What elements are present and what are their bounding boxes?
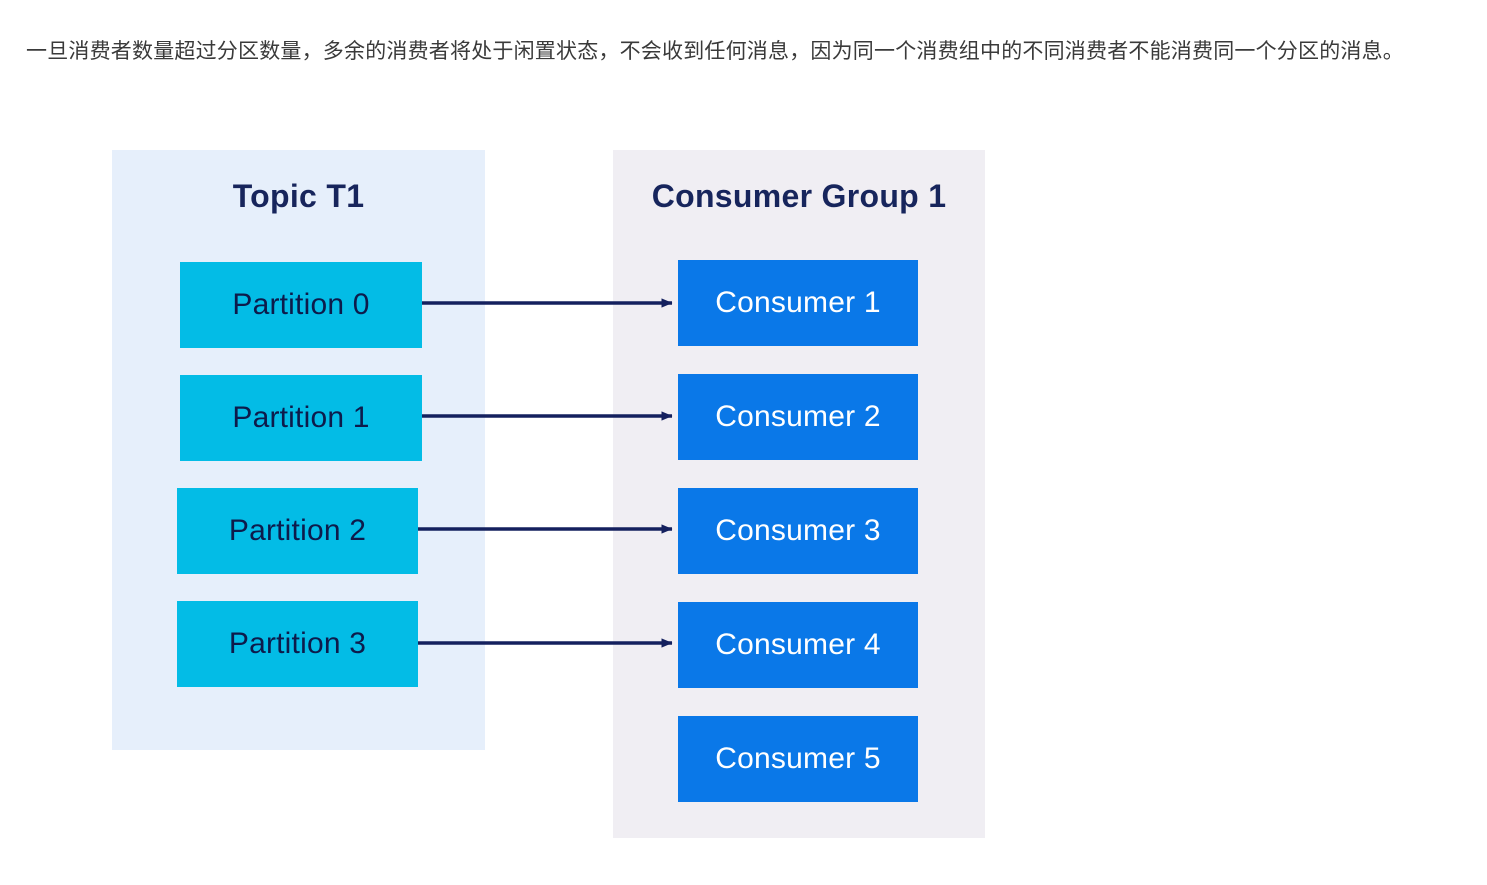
consumer-box-1[interactable]: Consumer 1: [678, 260, 918, 346]
partition-label: Partition 2: [228, 514, 367, 547]
partition-label: Partition 1: [232, 401, 370, 434]
explanatory-paragraph: 一旦消费者数量超过分区数量，多余的消费者将处于闲置状态，不会收到任何消息，因为同…: [26, 40, 1404, 63]
partition-label: Partition 3: [228, 627, 367, 660]
consumer-label: Consumer 1: [715, 286, 881, 319]
partition-box-1[interactable]: Partition 1: [180, 375, 422, 461]
partition-box-3[interactable]: Partition 3: [177, 601, 418, 687]
consumer-box-5-idle[interactable]: Consumer 5: [678, 716, 918, 802]
partition-box-0[interactable]: Partition 0: [180, 262, 422, 348]
partition-box-2[interactable]: Partition 2: [177, 488, 418, 574]
consumer-box-3[interactable]: Consumer 3: [678, 488, 918, 574]
topic-panel-title: Topic T1: [232, 178, 365, 214]
consumer-label: Consumer 4: [715, 628, 881, 661]
consumer-label: Consumer 5: [715, 742, 881, 775]
consumer-box-4[interactable]: Consumer 4: [678, 602, 918, 688]
consumer-box-2[interactable]: Consumer 2: [678, 374, 918, 460]
consumer-label: Consumer 2: [715, 400, 881, 433]
partition-label: Partition 0: [232, 288, 370, 321]
consumer-group-panel-title: Consumer Group 1: [651, 178, 947, 214]
consumer-label: Consumer 3: [715, 514, 881, 547]
